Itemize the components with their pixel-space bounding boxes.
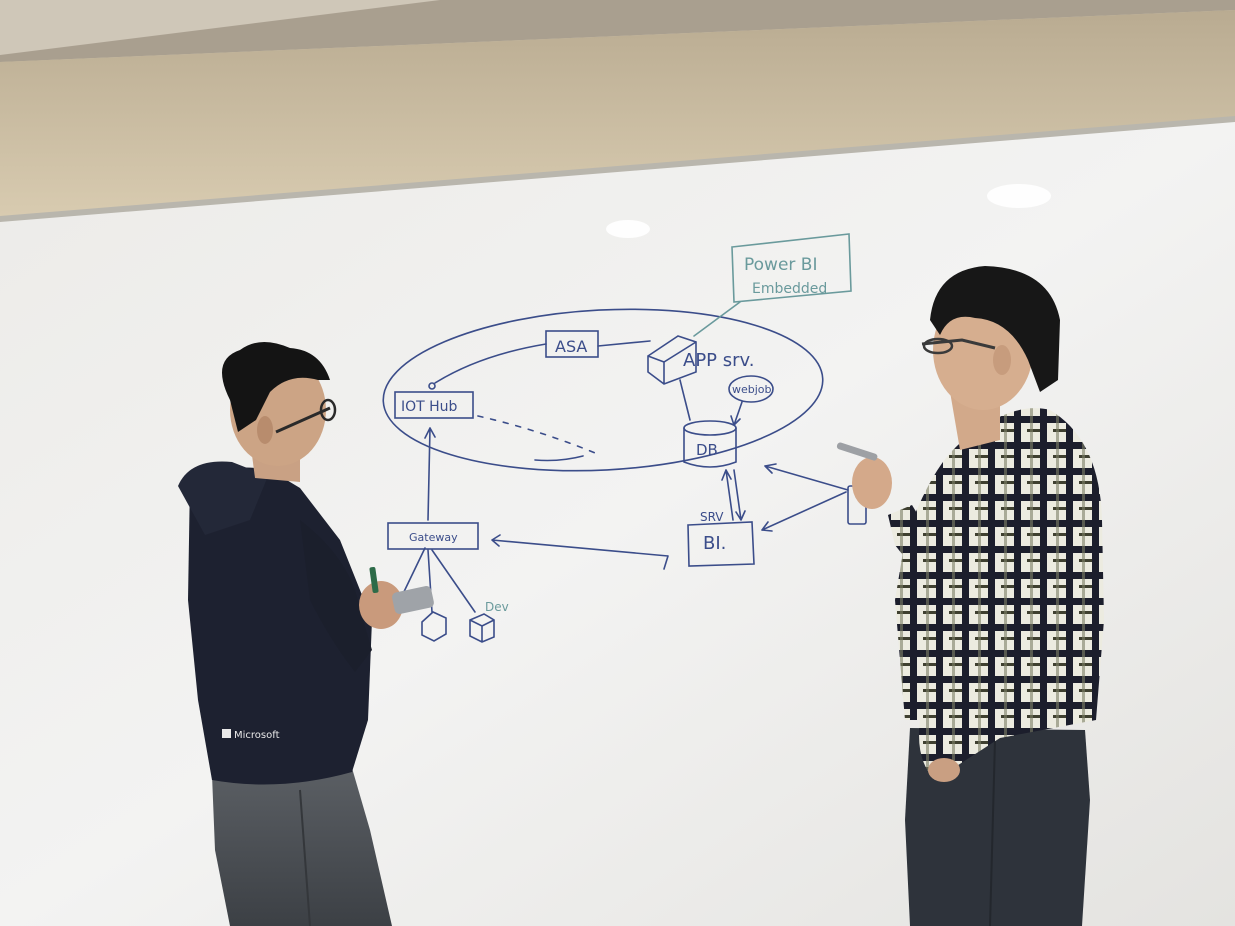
label-webjob: webjob bbox=[732, 383, 772, 396]
jeans-seam bbox=[299, 789, 311, 926]
microsoft-logo-icon bbox=[222, 729, 231, 738]
iot-hub-dotted-line bbox=[477, 415, 601, 456]
power-bi-connector-line bbox=[693, 301, 741, 337]
gateway-box bbox=[387, 522, 479, 550]
person-left: Microsoft bbox=[178, 341, 434, 926]
ear bbox=[257, 416, 273, 444]
jeans-seam bbox=[989, 739, 996, 926]
hand-in-pocket bbox=[928, 758, 960, 782]
asa-to-app-line bbox=[597, 340, 651, 347]
app-service-cube bbox=[647, 335, 697, 385]
ear bbox=[993, 345, 1011, 375]
device-box bbox=[469, 613, 495, 643]
hair bbox=[222, 341, 330, 432]
db-bi-arrow bbox=[721, 469, 746, 521]
iot-hub-box bbox=[394, 391, 474, 419]
power-bi-embedded-box bbox=[731, 233, 852, 303]
label-iot-hub: IOT Hub bbox=[401, 399, 458, 415]
plaid-shirt bbox=[895, 408, 1104, 780]
jeans bbox=[212, 768, 392, 926]
diagram bbox=[382, 233, 867, 643]
label-bi: BI. bbox=[703, 533, 726, 554]
webjob-circle bbox=[728, 375, 774, 403]
light-reflection bbox=[606, 220, 650, 238]
marker bbox=[836, 442, 878, 461]
gateway-to-iot-arrow bbox=[424, 427, 436, 521]
label-asa: ASA bbox=[555, 337, 587, 356]
glasses-lens bbox=[319, 398, 337, 422]
label-embedded: Embedded bbox=[752, 281, 827, 297]
label-gateway: Gateway bbox=[409, 531, 458, 544]
label-app-srv: APP srv. bbox=[683, 350, 755, 371]
device-box bbox=[421, 611, 447, 642]
device-to-bi-arrow bbox=[761, 491, 847, 532]
person-right bbox=[836, 266, 1104, 926]
webjob-to-db-arrow bbox=[730, 401, 743, 426]
gateway-bi-arrow bbox=[491, 534, 669, 570]
hoodie-arm bbox=[300, 520, 372, 672]
device-to-ellipse-arrow bbox=[764, 463, 849, 491]
glasses-frame bbox=[921, 338, 996, 350]
iot-hub-endpoint bbox=[428, 382, 436, 390]
label-dev: Dev bbox=[485, 600, 509, 614]
bi-box bbox=[687, 521, 755, 567]
label-power-bi: Power BI bbox=[744, 255, 817, 275]
marker bbox=[369, 566, 379, 594]
hood bbox=[178, 461, 268, 535]
hand bbox=[359, 581, 403, 629]
label-db: DB bbox=[696, 441, 718, 459]
glasses-lens bbox=[922, 337, 954, 355]
hand bbox=[852, 457, 892, 509]
app-to-db-line bbox=[679, 379, 691, 421]
hair bbox=[930, 266, 1060, 392]
hoodie-logo-text: Microsoft bbox=[234, 730, 280, 741]
db-cylinder-top bbox=[683, 420, 737, 436]
ceiling-edge bbox=[0, 0, 1235, 62]
eraser bbox=[392, 586, 434, 614]
light-reflection bbox=[987, 184, 1051, 208]
db-cylinder bbox=[683, 427, 737, 468]
plaid-shirt-sleeve bbox=[888, 505, 945, 590]
wall bbox=[0, 10, 1235, 222]
iot-hub-to-asa-line bbox=[434, 343, 547, 384]
ellipse-stroke bbox=[534, 455, 584, 462]
cloud-boundary-ellipse bbox=[382, 308, 824, 472]
label-srv: SRV bbox=[700, 510, 724, 524]
